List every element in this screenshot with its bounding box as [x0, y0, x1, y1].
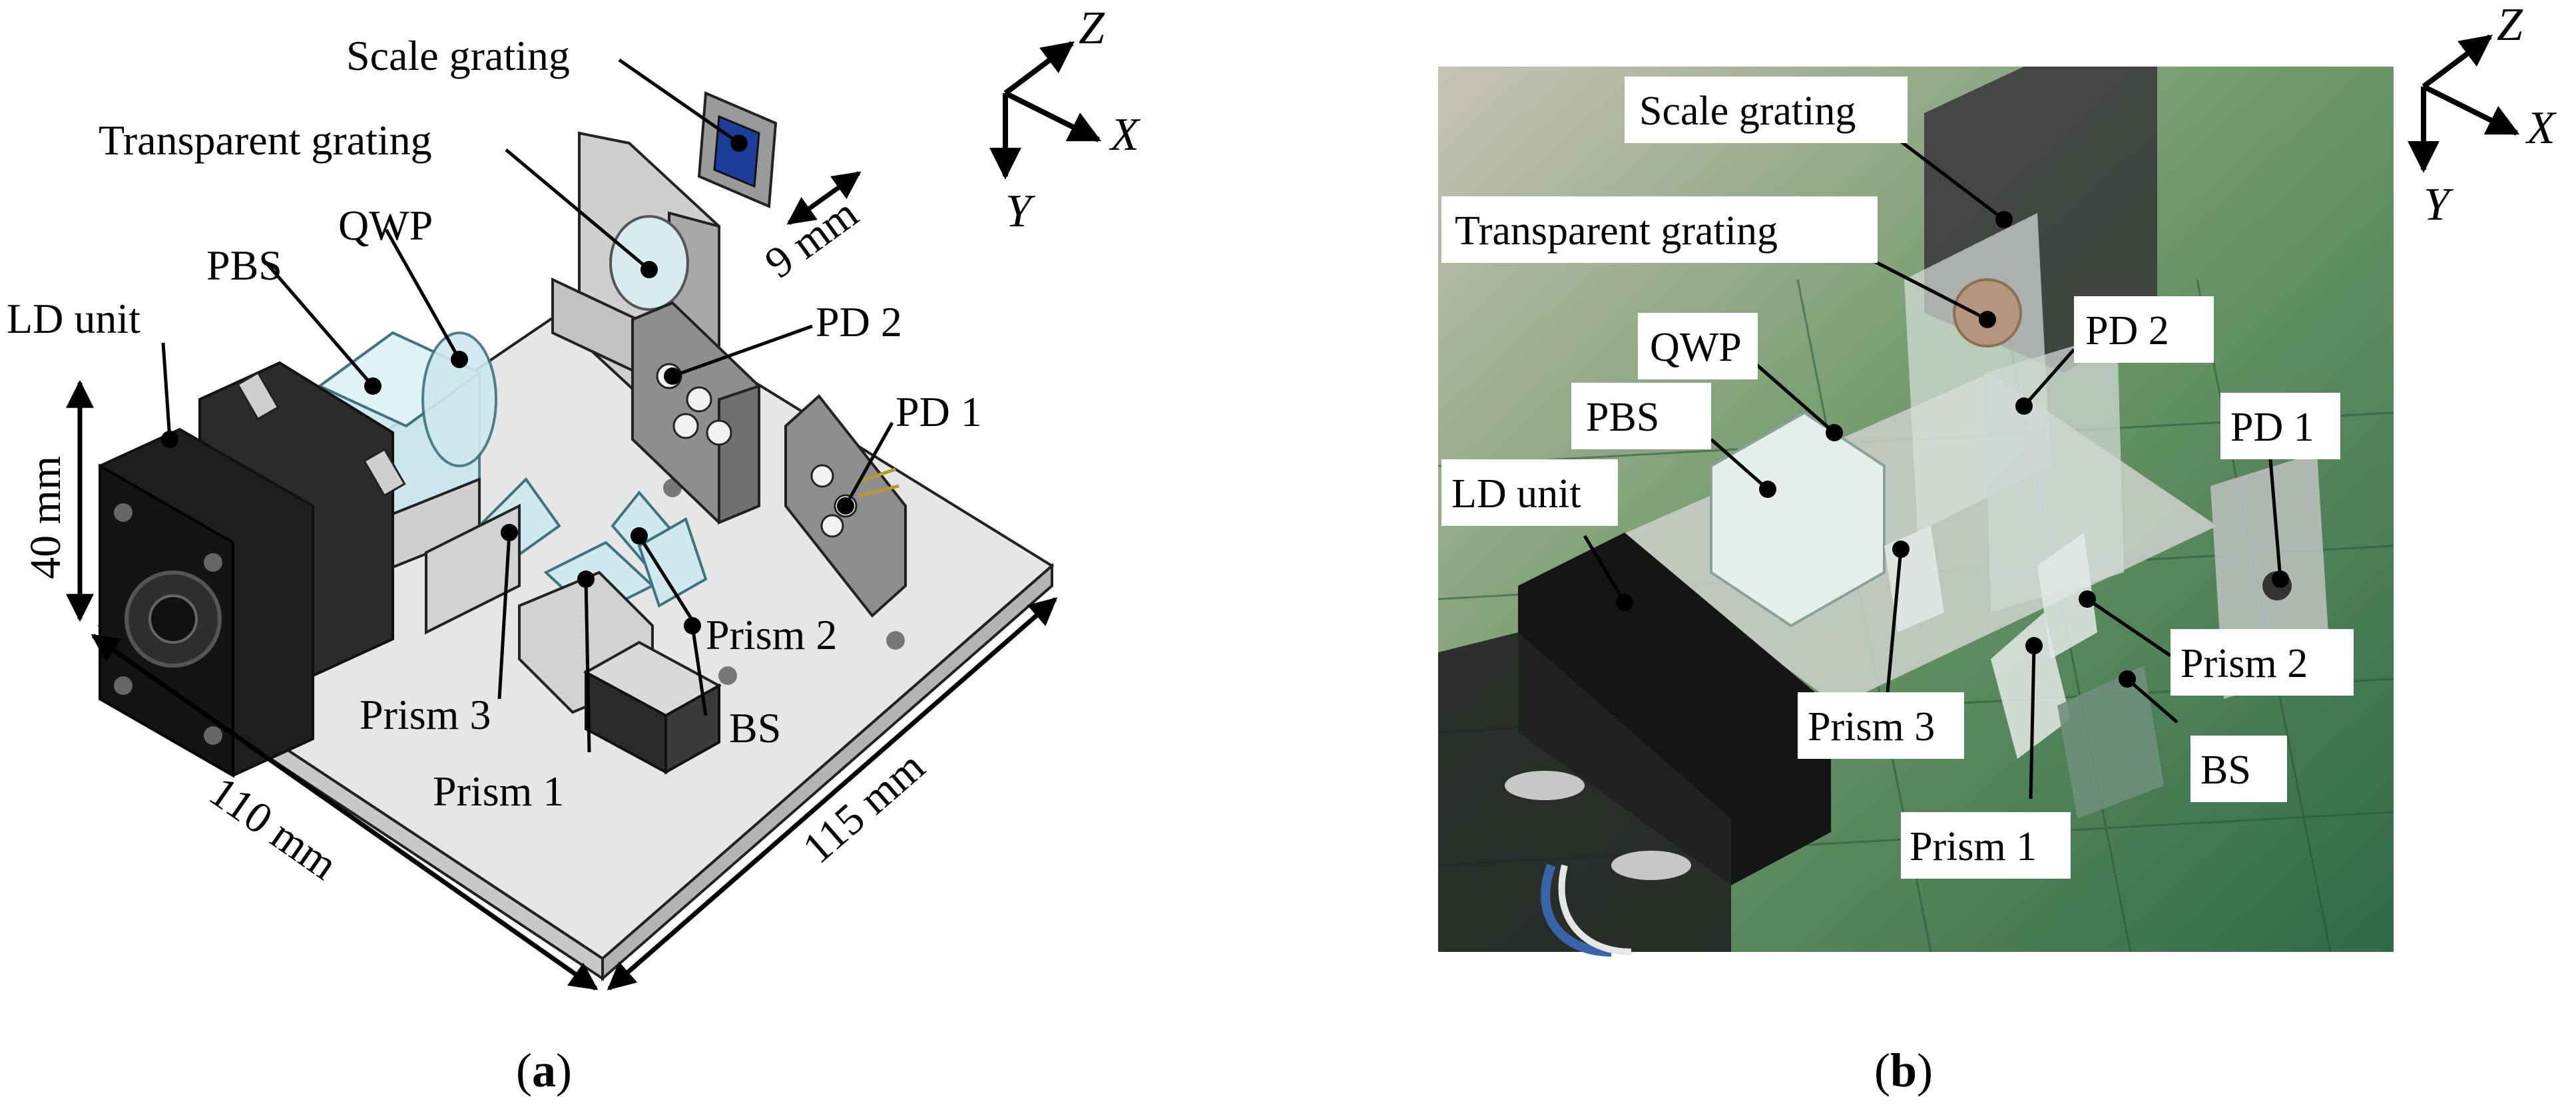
label-scale-grating-a: Scale grating: [346, 32, 570, 79]
panel-b-photograph: Scale grating Transparent grating QWP PB…: [1437, 0, 2557, 1097]
label-prism3-b: Prism 3: [1808, 704, 1935, 750]
label-prism2-a: Prism 2: [706, 611, 837, 658]
label-transparent-grating-b: Transparent grating: [1455, 208, 1778, 254]
axis-triad-b: Z X Y: [2408, 0, 2557, 230]
dimension-lines: [66, 171, 1058, 991]
ld-cable-photo: [1541, 863, 1612, 957]
label-pbs-b: PBS: [1586, 395, 1659, 440]
ld-thumbscrew-photo: [1611, 851, 1691, 880]
leader-dots-b: [1616, 211, 2289, 688]
dimension-grating-label: 9 mm: [756, 189, 867, 288]
mount-hole: [886, 631, 905, 650]
label-ld-unit-a: LD unit: [7, 295, 140, 342]
label-pd1-b: PD 1: [2230, 405, 2314, 450]
axis-x-label-b: X: [2525, 103, 2557, 154]
axis-y-label: Y: [1005, 186, 1036, 237]
axis-z-label-b: Z: [2497, 0, 2523, 51]
pbs-cube-photo: [1710, 411, 1886, 628]
axis-z-label: Z: [1079, 3, 1105, 54]
caption-b: (b): [1874, 1044, 1933, 1097]
ld-cable-photo: [1558, 864, 1632, 955]
ld-thumbscrew-photo: [1505, 771, 1585, 800]
label-bs-b: BS: [2200, 748, 2251, 793]
prism-2-photo: [2037, 533, 2097, 659]
qwp-disc: [421, 332, 497, 467]
box-pbs-b: [1571, 383, 1711, 449]
caption-a: (a): [516, 1044, 572, 1097]
bs-photo: [2057, 666, 2164, 819]
caption-a-letter: a: [532, 1044, 556, 1097]
box-prism2-b: [2171, 629, 2354, 696]
label-bs-a: BS: [729, 704, 781, 752]
label-prism1-a: Prism 1: [433, 768, 564, 815]
label-pd1-a: PD 1: [896, 388, 982, 435]
axis-x-label: X: [1109, 109, 1141, 160]
label-prism1-b: Prism 1: [1910, 824, 2037, 869]
box-pd1-b: [2220, 393, 2340, 459]
box-prism3-b: [1798, 692, 1964, 759]
mount-hole: [718, 666, 737, 685]
box-transparent-grating-b: [1441, 196, 1878, 263]
caption-b-letter: b: [1890, 1044, 1917, 1097]
label-scale-grating-b: Scale grating: [1639, 89, 1856, 134]
label-pbs-a: PBS: [206, 242, 282, 289]
label-boxes-b: [1441, 77, 2354, 879]
box-qwp-b: [1638, 313, 1758, 379]
leader-lines-b: [1583, 135, 2282, 799]
label-pd2-a: PD 2: [816, 298, 902, 345]
label-qwp-b: QWP: [1650, 325, 1742, 370]
axis-y-label-b: Y: [2424, 179, 2454, 230]
label-transparent-grating-a: Transparent grating: [99, 116, 432, 164]
box-ld-unit-b: [1441, 459, 1618, 526]
panel-a-cad-drawing: Z X Y: [7, 3, 1141, 1097]
box-prism1-b: [1901, 812, 2071, 879]
ld-unit-photo: [1518, 533, 1831, 885]
dimension-height-label: 40 mm: [21, 456, 70, 579]
label-ld-unit-b: LD unit: [1451, 471, 1581, 517]
label-qwp-a: QWP: [338, 202, 433, 249]
axis-triad-a: Z X Y: [989, 3, 1141, 237]
label-prism3-a: Prism 3: [360, 691, 491, 738]
box-scale-grating-b: [1625, 77, 1908, 143]
box-bs-b: [2190, 736, 2287, 802]
label-prism2-b: Prism 2: [2181, 641, 2308, 686]
label-pd2-b: PD 2: [2085, 308, 2169, 353]
prism-3-part: [425, 477, 561, 635]
box-pd2-b: [2074, 296, 2214, 363]
